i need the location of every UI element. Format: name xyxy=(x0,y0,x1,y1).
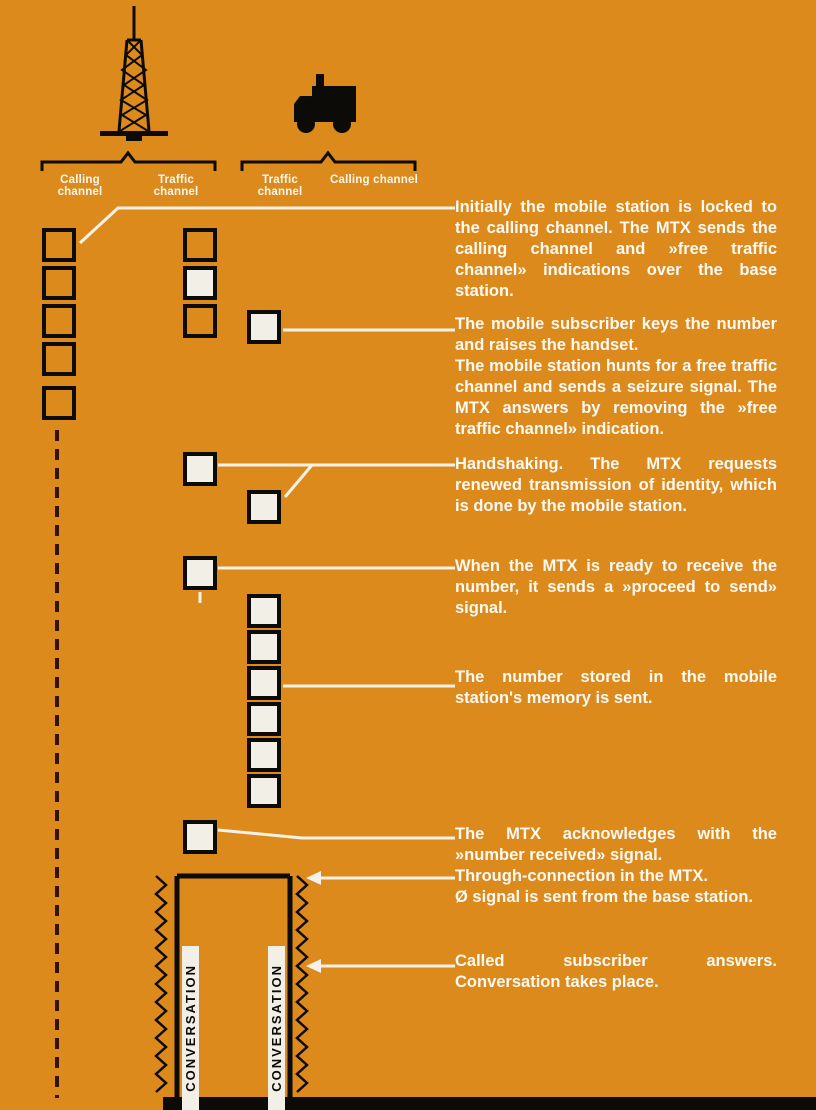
mobile-station-bracket xyxy=(240,150,417,171)
through-connection-lines xyxy=(174,873,293,1100)
annotation-4: When the MTX is ready to receive the num… xyxy=(455,557,777,617)
zigzag-line-left xyxy=(154,875,168,1093)
signal-square xyxy=(247,594,281,628)
left-arrow-icon xyxy=(306,871,321,885)
connector-line-4 xyxy=(198,566,455,603)
signal-square xyxy=(183,304,217,338)
signal-square xyxy=(247,738,281,772)
annotation-7: Through-connection in the MTX. Ø signal … xyxy=(455,867,753,906)
signal-square xyxy=(247,630,281,664)
signal-square xyxy=(183,266,217,300)
conversation-label: CONVERSATION xyxy=(269,964,284,1092)
conversation-label: CONVERSATION xyxy=(183,964,198,1092)
annotation-1: Initially the mobile station is locked t… xyxy=(455,198,777,300)
label-base-calling-channel: Calling channel xyxy=(57,174,103,198)
signal-square xyxy=(247,702,281,736)
connector-line-1 xyxy=(78,206,455,245)
connector-line-3 xyxy=(218,463,455,498)
radio-tower-icon xyxy=(100,6,168,141)
signal-square xyxy=(183,820,217,854)
label-mobile-traffic-channel: Traffic channel xyxy=(257,174,303,198)
signal-square xyxy=(183,228,217,262)
label-base-traffic-channel: Traffic channel xyxy=(153,174,199,198)
signal-square xyxy=(247,666,281,700)
left-arrow-icon xyxy=(306,959,321,973)
connector-line-6 xyxy=(217,828,455,840)
signal-square xyxy=(183,452,217,486)
signal-square xyxy=(247,490,281,524)
label-mobile-calling-channel: Calling channel xyxy=(330,174,418,186)
signal-square xyxy=(42,266,76,300)
annotation-8: Called subscriber answers. Conversation … xyxy=(455,952,777,991)
signal-square xyxy=(247,774,281,808)
signal-square xyxy=(42,228,76,262)
annotation-2: The mobile subscriber keys the number an… xyxy=(455,315,777,438)
signal-square xyxy=(42,342,76,376)
annotation-3: Handshaking. The MTX requests renewed tr… xyxy=(455,455,777,515)
annotation-6: The MTX acknowledges with the »number re… xyxy=(455,825,777,864)
annotation-5: The number stored in the mobile station'… xyxy=(455,668,777,707)
zigzag-line-right xyxy=(295,875,309,1093)
base-station-bracket xyxy=(40,150,217,171)
signal-square xyxy=(42,304,76,338)
conversation-bar-left: CONVERSATION xyxy=(182,946,199,1110)
page-bottom-bar xyxy=(163,1097,816,1110)
signal-square xyxy=(247,310,281,344)
signal-square xyxy=(42,386,76,420)
signal-square xyxy=(183,556,217,590)
conversation-bar-right: CONVERSATION xyxy=(268,946,285,1110)
truck-icon xyxy=(294,74,356,133)
